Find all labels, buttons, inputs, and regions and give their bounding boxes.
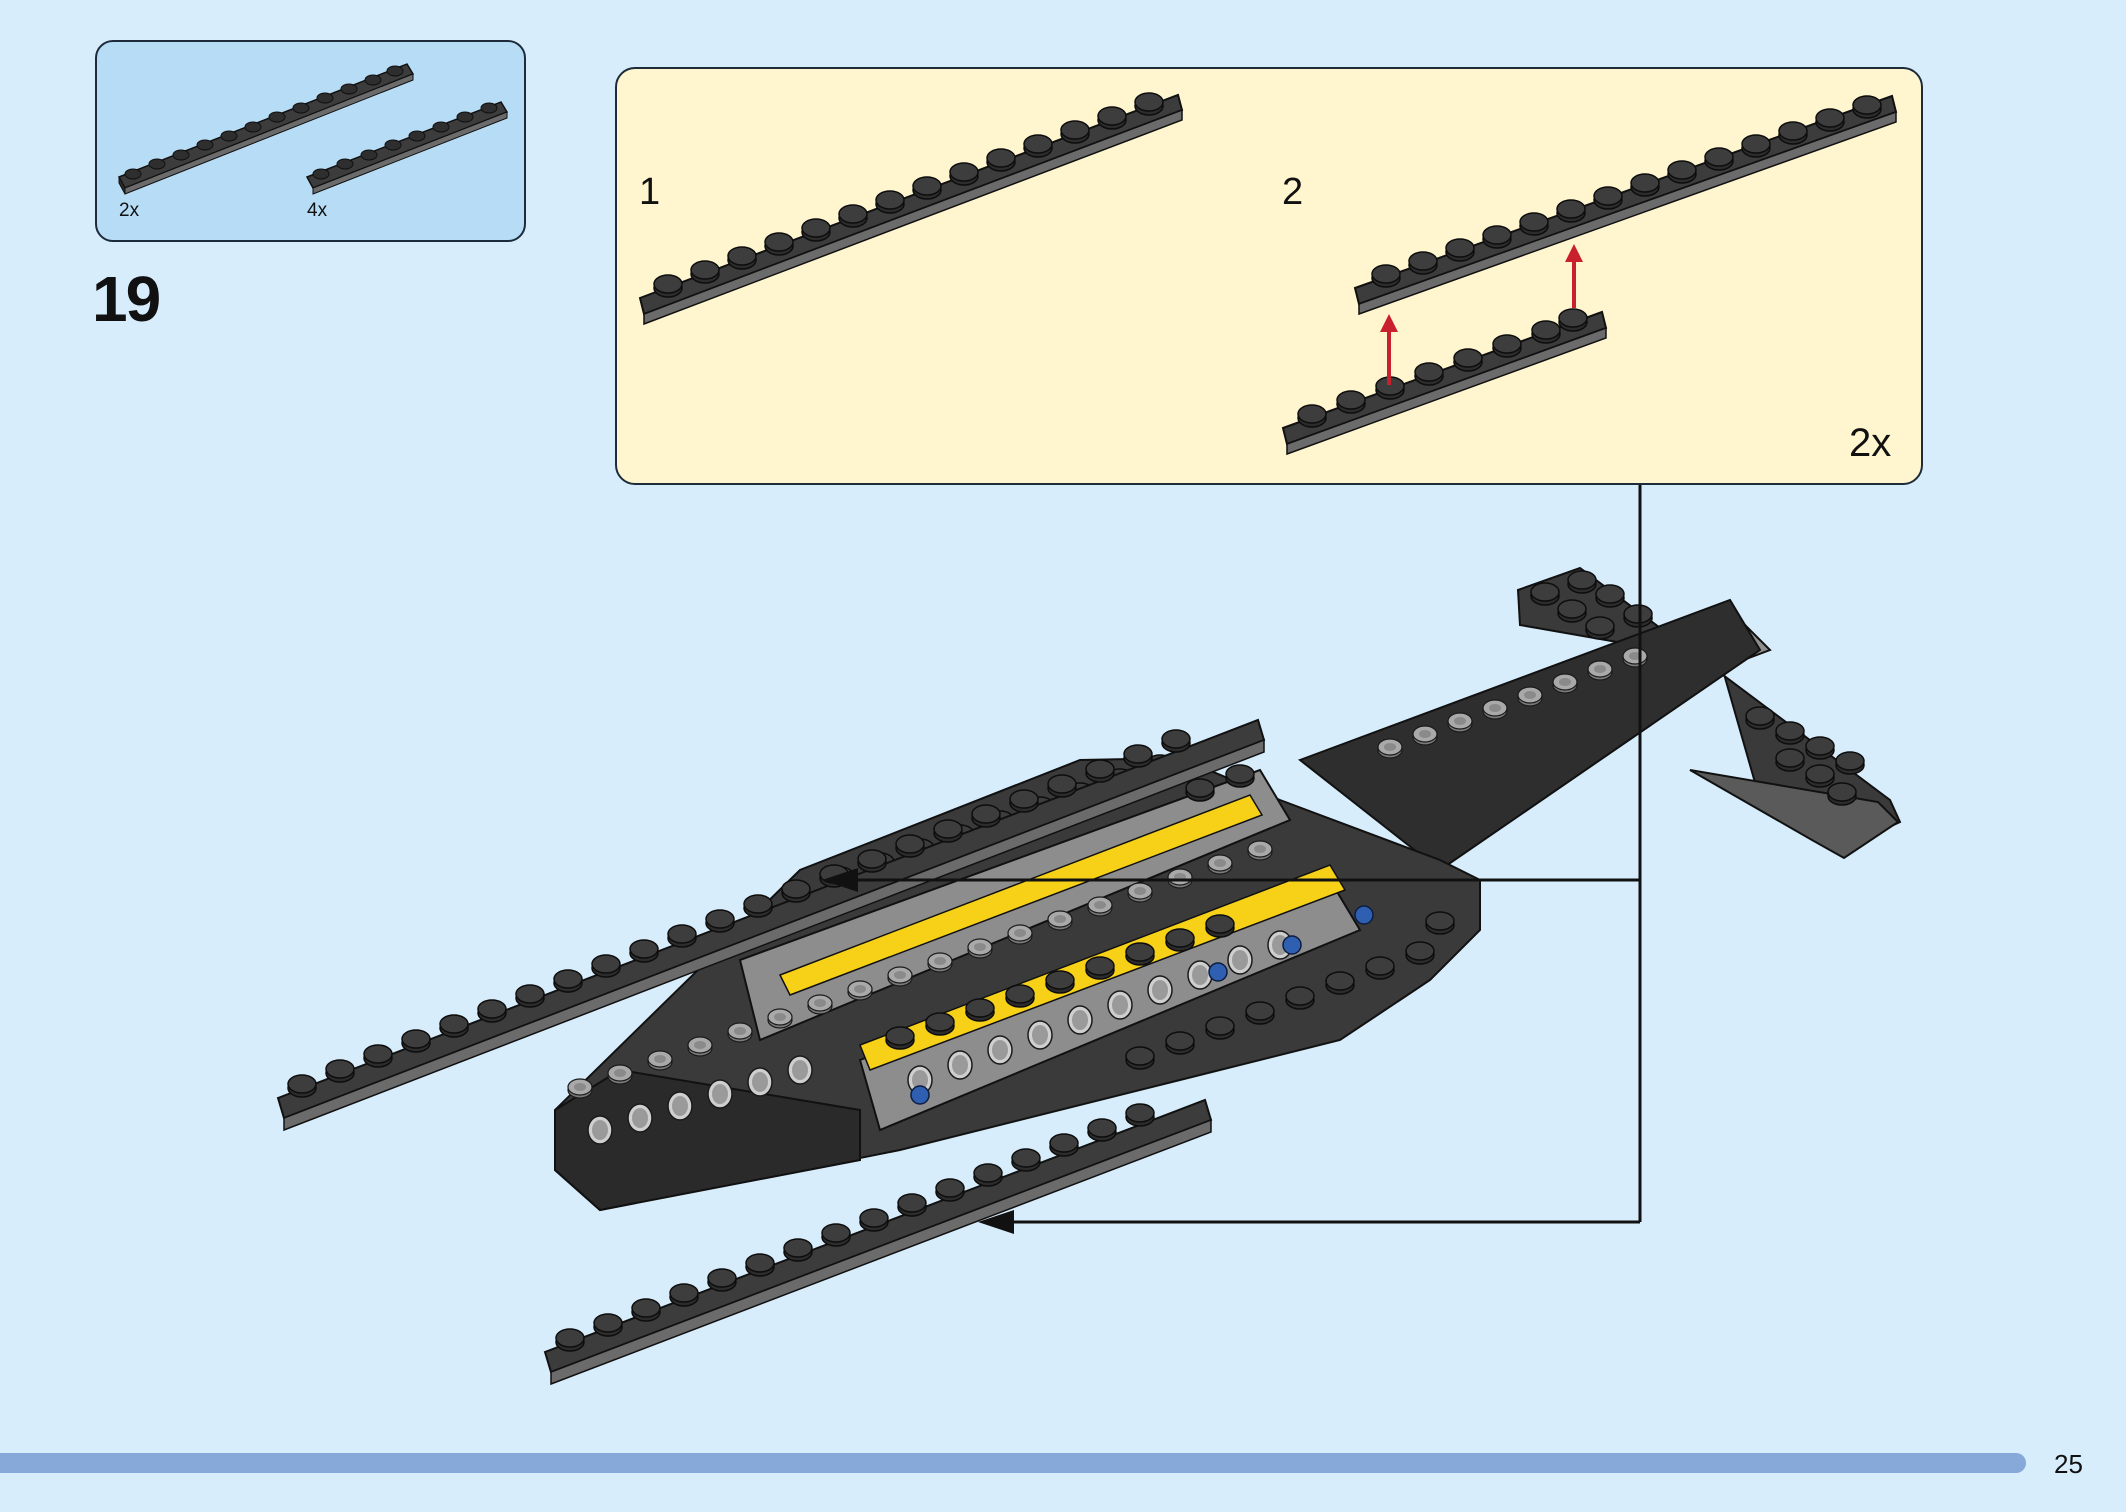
red-assembly-arrow-icon bbox=[1380, 244, 1583, 385]
progress-bar bbox=[0, 1453, 2026, 1473]
page-number: 25 bbox=[2054, 1449, 2083, 1479]
part-quantity-short-plate: 4x bbox=[307, 200, 328, 221]
step-number: 19 bbox=[92, 263, 161, 335]
leader-arrowhead-icon bbox=[978, 1210, 1014, 1234]
subassembly-multiplier: 2x bbox=[1849, 421, 1892, 465]
substep-label-1: 1 bbox=[639, 171, 661, 213]
substep-1-plate-assembly bbox=[638, 92, 1184, 326]
long-dark-grey-plate-icon bbox=[117, 63, 415, 195]
substep-label-2: 2 bbox=[1282, 171, 1304, 213]
parts-callout: 2x 4x bbox=[95, 40, 526, 242]
yellow-stripe bbox=[778, 794, 1264, 996]
part-quantity-long-plate: 2x bbox=[119, 200, 140, 221]
callout-leader-lines bbox=[848, 485, 1642, 1224]
dark-grey-plate-icon bbox=[305, 101, 509, 195]
leader-arrowhead-icon bbox=[822, 868, 858, 892]
subassembly-callout: 1 2 2x bbox=[615, 67, 1923, 485]
main-model bbox=[276, 566, 1902, 1386]
substep-2-plate-assembly bbox=[1281, 94, 1898, 456]
parts-callout-illustration bbox=[117, 63, 509, 195]
